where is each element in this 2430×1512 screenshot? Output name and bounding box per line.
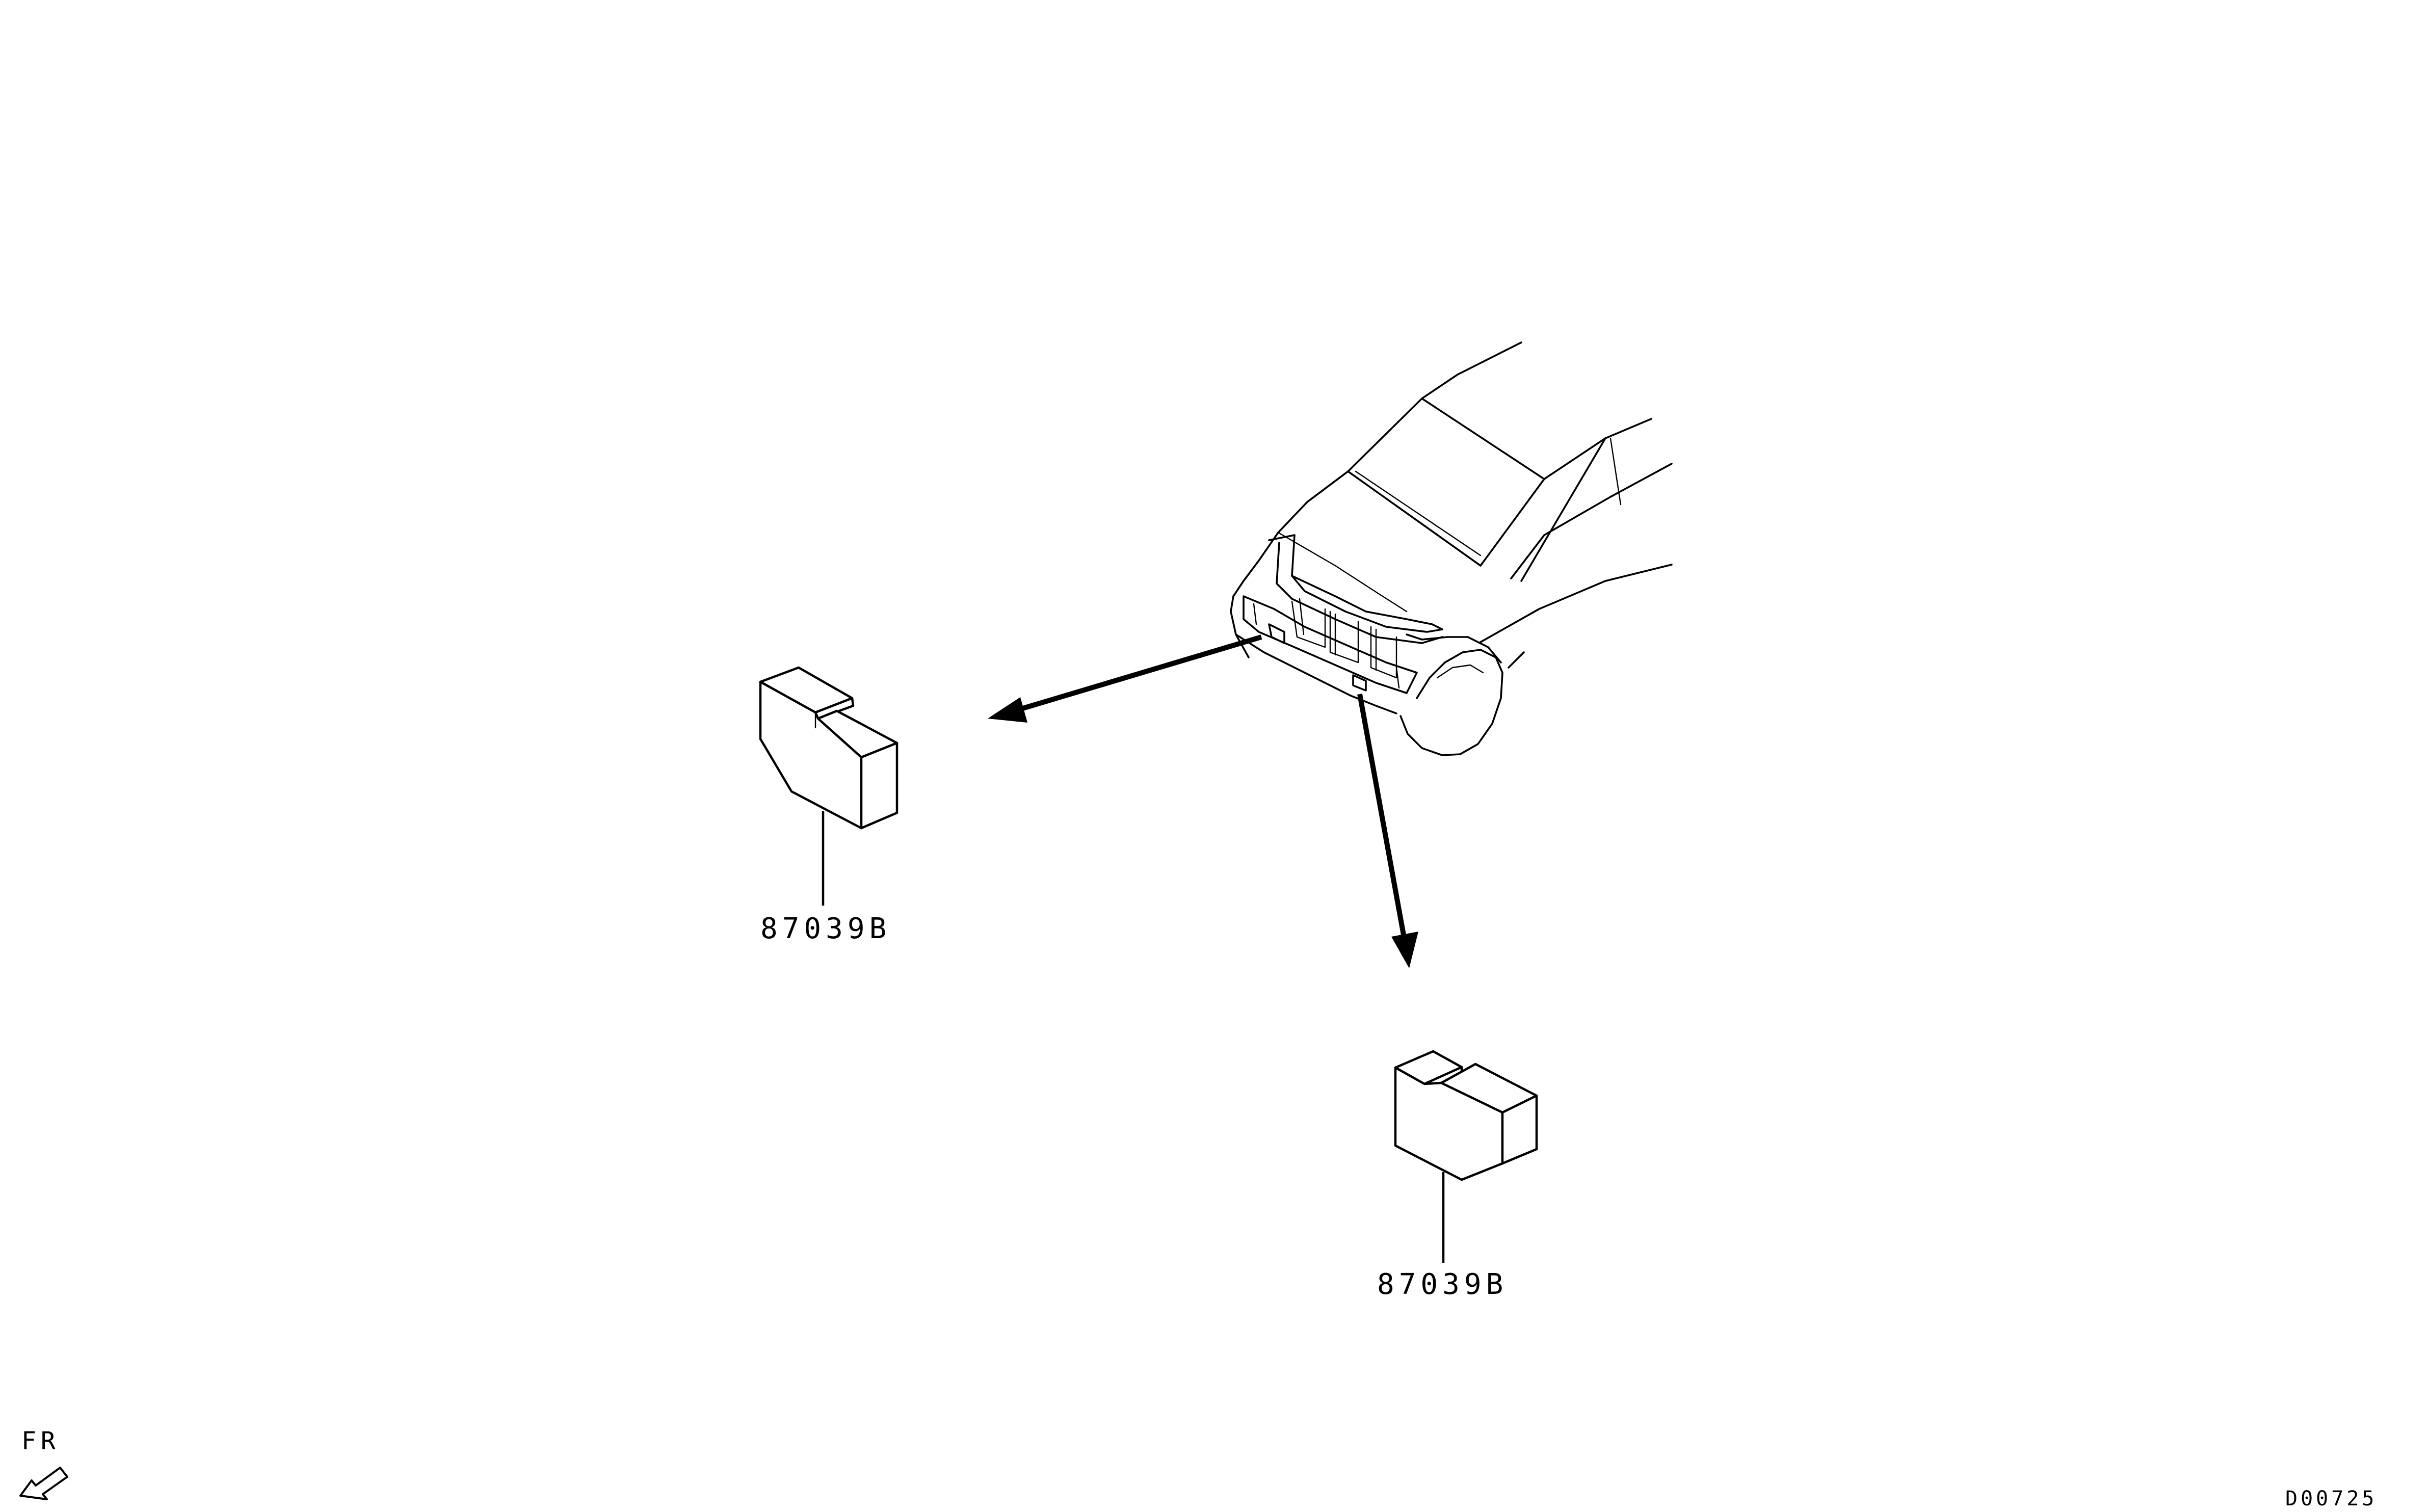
direction-label: FR <box>21 1427 60 1455</box>
part-1-drawing <box>759 666 899 830</box>
callout-arrow-left <box>988 634 1262 723</box>
vehicle-illustration <box>1230 341 1673 756</box>
illustration-code: D00725 <box>2285 1487 2378 1510</box>
callout-arrow-down <box>1357 694 1418 968</box>
part-number-label: 87039B <box>760 912 891 945</box>
part-2-drawing <box>1394 1050 1538 1181</box>
part-number-label: 87039B <box>1377 1268 1508 1301</box>
front-direction-arrow-icon <box>19 1467 68 1500</box>
